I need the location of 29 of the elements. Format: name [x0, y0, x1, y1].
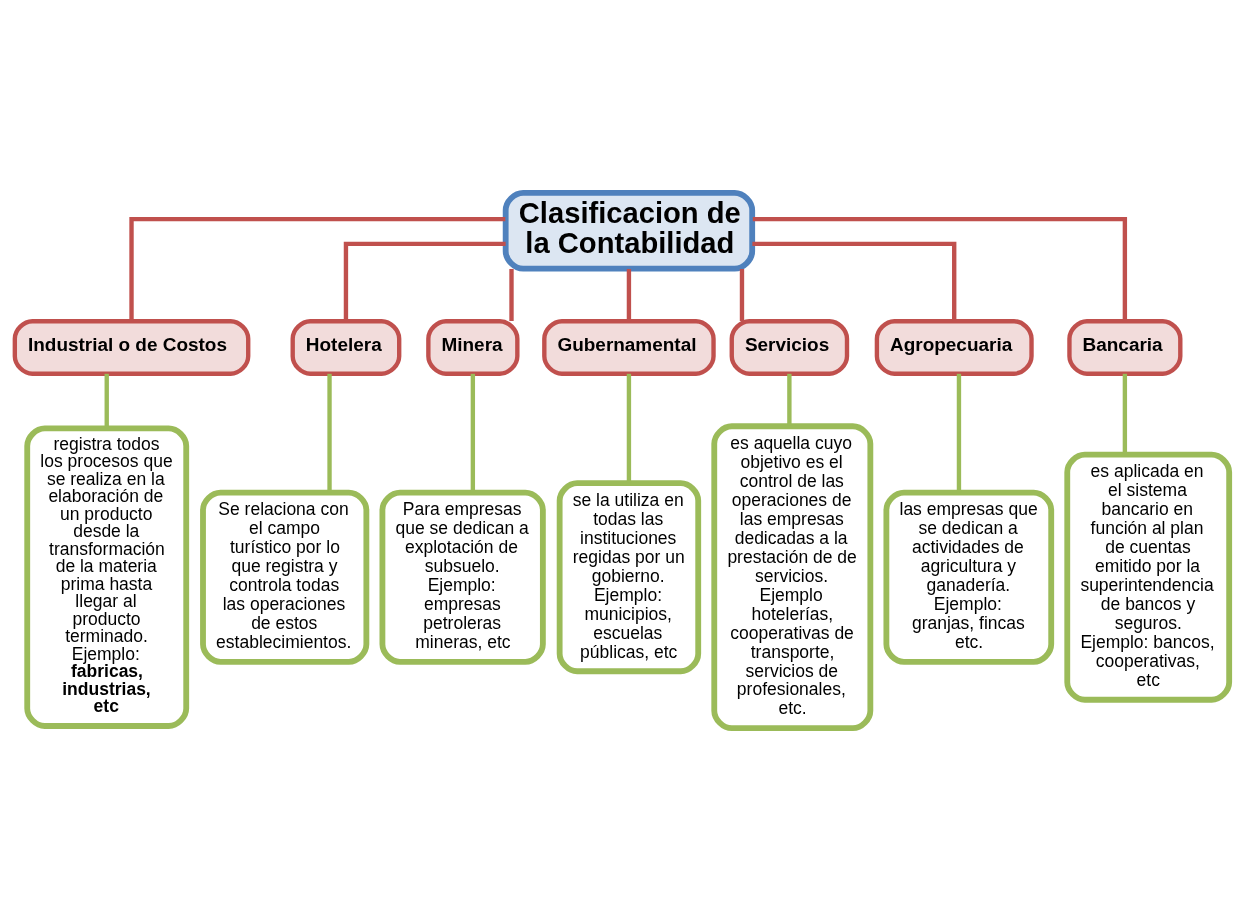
node-box: Para empresas que se dedican a explotación de subsuelo. Ejemplo: empresas petroleras mineras, etc [379, 489, 546, 665]
connector [470, 373, 476, 492]
connector [739, 268, 745, 321]
node-box: Minera [426, 318, 520, 376]
node-box: registra todos los procesos que se realiza en la elaboración de un producto desde la transformación de la materia prima hasta llegar al producto terminado. Ejemplo: fabricas, industrias, etc [24, 425, 190, 729]
node-box: Bancaria [1067, 318, 1183, 376]
node-box: las empresas que se dedican a actividades de agricultura y ganadería. Ejemplo: granjas, fincas etc. [883, 489, 1055, 665]
connector [104, 373, 109, 428]
connector [626, 373, 632, 483]
connector [327, 373, 332, 492]
node-box: es aquella cuyo objetivo es el control de las operaciones de las empresas dedicadas a la prestación de de servicios. Ejemplo hotelerías, cooperativas de transporte, servicios de profesionales, etc. [711, 422, 874, 731]
connector [626, 268, 632, 321]
node-box: Agropecuaria [874, 318, 1034, 376]
connector [343, 241, 506, 321]
node-box: Hotelera [290, 318, 402, 376]
connector [956, 373, 962, 492]
connector [1122, 373, 1128, 455]
connector [752, 241, 957, 321]
connector [129, 216, 506, 321]
node-box: es aplicada en el sistema bancario en función al plan de cuentas emitido por la superintendencia de bancos y seguros. Ejemplo: bancos, cooperativas, etc [1064, 451, 1233, 703]
node-box: Se relaciona con el campo turístico por lo que registra y controla todas las operaciones de estos establecimientos. [200, 489, 370, 665]
connector [509, 268, 514, 321]
node-box: Servicios [729, 318, 850, 376]
node-box: Clasificacion de la Contabilidad [502, 189, 756, 272]
node-box: Gubernamental [542, 318, 716, 376]
connector [787, 373, 792, 426]
node-box: se la utiliza en todas las instituciones regidas por un gobierno. Ejemplo: municipios, escuelas públicas, etc [556, 479, 702, 674]
node-box: Industrial o de Costos [12, 318, 251, 376]
connector [752, 216, 1128, 321]
